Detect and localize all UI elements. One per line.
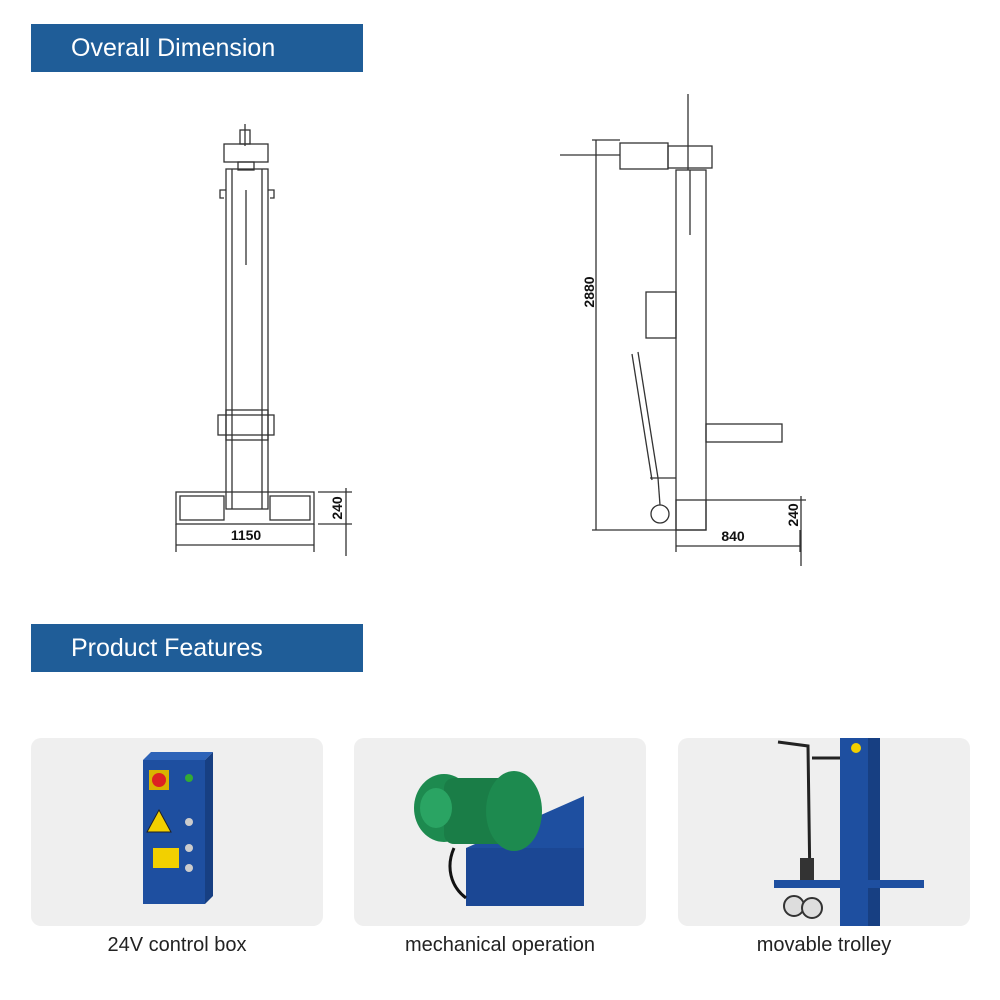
side-width-label: 840	[721, 528, 745, 544]
front-height-label: 240	[329, 496, 345, 520]
section-header-product-features: Product Features	[31, 624, 363, 672]
feature-card-control-box	[31, 738, 323, 926]
feature-caption-mechanical-operation: mechanical operation	[404, 934, 596, 956]
feature-caption-control-box: 24V control box	[107, 934, 247, 956]
feature-card-trolley	[678, 738, 970, 926]
section-title: Product Features	[71, 634, 263, 662]
front-view	[175, 124, 352, 556]
side-view	[560, 94, 806, 566]
side-total-height-label: 2880	[581, 276, 597, 307]
dimension-drawing: 1150 240 2880 840 240	[175, 94, 806, 566]
feature-caption-movable-trolley: movable trolley	[756, 934, 892, 956]
trolley-image	[774, 738, 924, 926]
side-base-height-label: 240	[785, 503, 801, 527]
section-header-overall-dimension: Overall Dimension	[31, 24, 363, 72]
control-box-image	[143, 752, 213, 904]
feature-card-motor	[354, 738, 646, 926]
section-title: Overall Dimension	[71, 34, 276, 62]
front-width-label: 1150	[231, 527, 262, 543]
green-motor-image	[414, 771, 584, 906]
